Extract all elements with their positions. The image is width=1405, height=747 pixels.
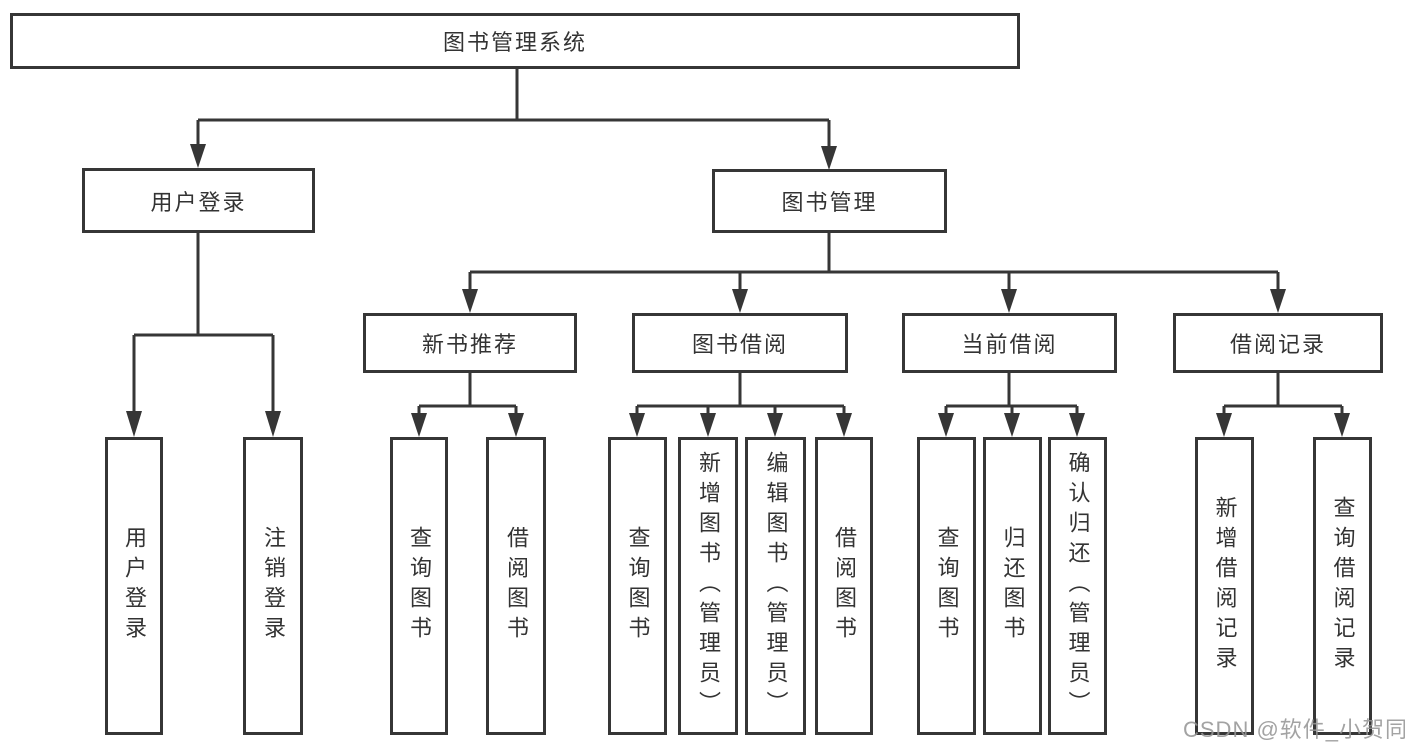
- arrowhead: [1270, 289, 1286, 313]
- watermark-text: CSDN @软件_小贺同学: [1183, 717, 1405, 742]
- connector-user-login-to-leaves: [126, 233, 281, 437]
- connector-new-book-rec-to-leaves: [411, 373, 524, 437]
- leaf-logout: 注销登录: [243, 437, 303, 735]
- leaf-cb-confirm-return-admin-label: 确认归还（管理员）: [1065, 451, 1091, 721]
- leaf-cb-return-books: 归还图书: [983, 437, 1042, 735]
- leaf-cb-query-books: 查询图书: [917, 437, 976, 735]
- node-book-management-label: 图书管理: [781, 190, 878, 215]
- leaf-nbr-borrow-books-label: 借阅图书: [504, 526, 529, 646]
- node-borrow-records: 借阅记录: [1173, 313, 1383, 373]
- arrowhead: [629, 413, 645, 437]
- leaf-user-login: 用户登录: [105, 437, 163, 735]
- arrowhead: [767, 413, 783, 437]
- connector-root-to-level1: [190, 69, 837, 170]
- node-new-book-recommend-label: 新书推荐: [421, 332, 518, 357]
- node-new-book-recommend: 新书推荐: [363, 313, 577, 373]
- leaf-nbr-borrow-books: 借阅图书: [486, 437, 546, 735]
- node-borrow-records-label: 借阅记录: [1229, 332, 1326, 357]
- arrowhead: [508, 413, 524, 437]
- arrowhead: [126, 411, 142, 437]
- arrowhead: [1334, 413, 1350, 437]
- leaf-bb-add-books-admin-label: 新增图书（管理员）: [696, 451, 721, 721]
- leaf-nbr-query-books: 查询图书: [390, 437, 448, 735]
- node-current-borrow-label: 当前借阅: [961, 332, 1058, 357]
- arrowhead: [938, 413, 954, 437]
- node-root-label: 图书管理系统: [442, 30, 587, 55]
- leaf-bb-borrow-books-label: 借阅图书: [832, 526, 857, 646]
- node-root: 图书管理系统: [10, 13, 1020, 69]
- node-book-management: 图书管理: [712, 169, 947, 233]
- arrowhead: [1004, 413, 1020, 437]
- leaf-cb-return-books-label: 归还图书: [1000, 526, 1026, 646]
- arrowhead: [821, 146, 837, 170]
- arrowhead: [462, 289, 478, 313]
- connector-borrow-records-to-leaves: [1216, 373, 1350, 437]
- connector-book-management-to-level2: [462, 233, 1286, 313]
- node-user-login-label: 用户登录: [150, 189, 247, 215]
- leaf-logout-label: 注销登录: [261, 526, 286, 646]
- node-user-login: 用户登录: [82, 168, 315, 233]
- leaf-br-query-record: 查询借阅记录: [1313, 437, 1372, 735]
- leaf-br-add-record-label: 新增借阅记录: [1212, 496, 1238, 676]
- node-book-borrow: 图书借阅: [632, 313, 848, 373]
- leaf-bb-query-books-label: 查询图书: [625, 526, 651, 646]
- leaf-bb-query-books: 查询图书: [608, 437, 667, 735]
- arrowhead: [190, 144, 206, 168]
- leaf-cb-confirm-return-admin: 确认归还（管理员）: [1048, 437, 1107, 735]
- leaf-br-query-record-label: 查询借阅记录: [1330, 496, 1356, 676]
- arrowhead: [265, 411, 281, 437]
- arrowhead: [1069, 413, 1085, 437]
- arrowhead: [732, 289, 748, 313]
- arrowhead: [1001, 289, 1017, 313]
- connector-book-borrow-to-leaves: [629, 373, 852, 437]
- arrowhead: [411, 413, 427, 437]
- node-current-borrow: 当前借阅: [902, 313, 1117, 373]
- arrowhead: [700, 413, 716, 437]
- leaf-bb-borrow-books: 借阅图书: [815, 437, 873, 735]
- leaf-bb-edit-books-admin: 编辑图书（管理员）: [745, 437, 806, 735]
- leaf-br-add-record: 新增借阅记录: [1195, 437, 1254, 735]
- leaf-user-login-label: 用户登录: [122, 526, 147, 646]
- leaf-cb-query-books-label: 查询图书: [934, 526, 960, 646]
- leaf-bb-add-books-admin: 新增图书（管理员）: [678, 437, 738, 735]
- connector-current-borrow-to-leaves: [938, 373, 1085, 437]
- node-book-borrow-label: 图书借阅: [691, 332, 788, 357]
- leaf-bb-edit-books-admin-label: 编辑图书（管理员）: [763, 451, 789, 721]
- leaf-nbr-query-books-label: 查询图书: [407, 526, 432, 646]
- arrowhead: [836, 413, 852, 437]
- arrowhead: [1216, 413, 1232, 437]
